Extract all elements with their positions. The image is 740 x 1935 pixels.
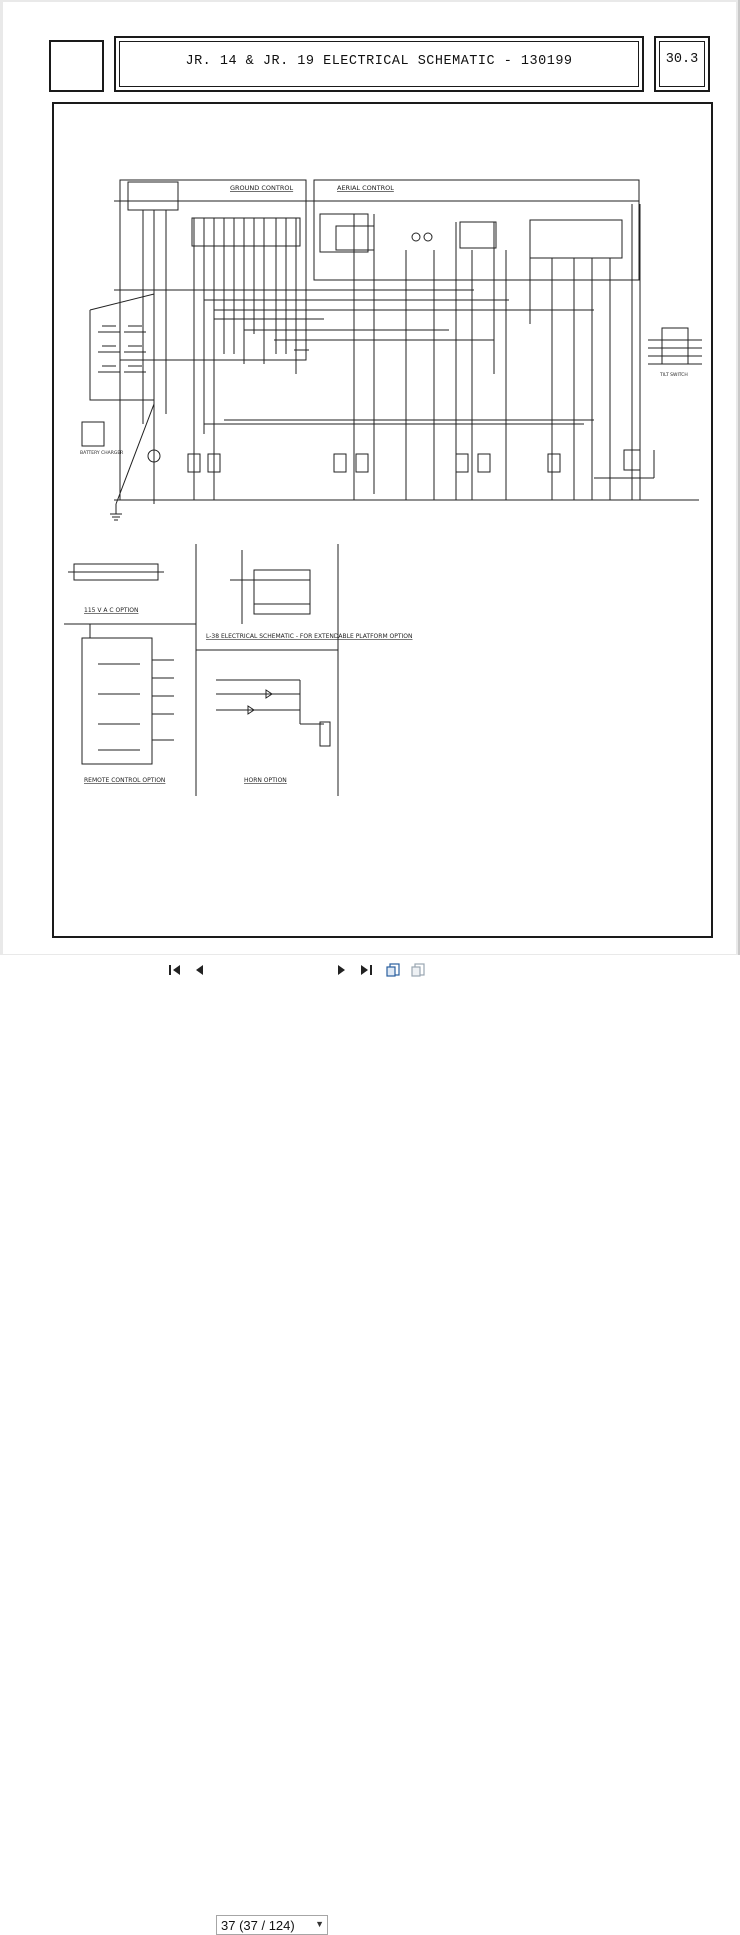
page-number-value: 37 (37 / 124) — [221, 1918, 295, 1933]
battery-charger-label: BATTERY CHARGER — [80, 450, 123, 456]
page-number-field[interactable]: 37 (37 / 124) ▼ — [216, 1915, 328, 1935]
logo-box — [49, 40, 104, 92]
title-box: JR. 14 & JR. 19 ELECTRICAL SCHEMATIC - 1… — [114, 36, 644, 92]
electrical-schematic: GROUND CONTROL AERIAL CONTROL — [64, 179, 702, 796]
ground-control-label: GROUND CONTROL — [230, 184, 293, 192]
next-page-icon[interactable] — [334, 962, 350, 978]
page-number-box: 30.3 — [654, 36, 710, 92]
chevron-down-icon[interactable]: ▼ — [315, 1919, 324, 1929]
extendable-option-label: L-38 ELECTRICAL SCHEMATIC - FOR EXTENDAB… — [206, 633, 413, 640]
document-viewer: JR. 14 & JR. 19 ELECTRICAL SCHEMATIC - 1… — [0, 0, 740, 955]
previous-page-icon[interactable] — [191, 962, 207, 978]
page-navigation-toolbar: 37 (37 / 124) ▼ — [0, 955, 740, 1935]
first-page-icon[interactable] — [167, 962, 183, 978]
tilt-switch-label: TILT SWITCH — [659, 372, 688, 378]
schematic-title: JR. 14 & JR. 19 ELECTRICAL SCHEMATIC - 1… — [185, 54, 573, 69]
schematic-frame: GROUND CONTROL AERIAL CONTROL — [52, 102, 713, 938]
horn-option-label: HORN OPTION — [244, 777, 287, 784]
document-page: JR. 14 & JR. 19 ELECTRICAL SCHEMATIC - 1… — [3, 2, 736, 954]
section-page-number: 30.3 — [665, 52, 699, 67]
115vac-option-label: 115 V A C OPTION — [84, 607, 138, 614]
aerial-control-label: AERIAL CONTROL — [337, 184, 394, 192]
fit-page-icon[interactable] — [385, 962, 401, 978]
remote-option-label: REMOTE CONTROL OPTION — [84, 777, 165, 784]
last-page-icon[interactable] — [358, 962, 374, 978]
single-page-icon[interactable] — [410, 962, 426, 978]
